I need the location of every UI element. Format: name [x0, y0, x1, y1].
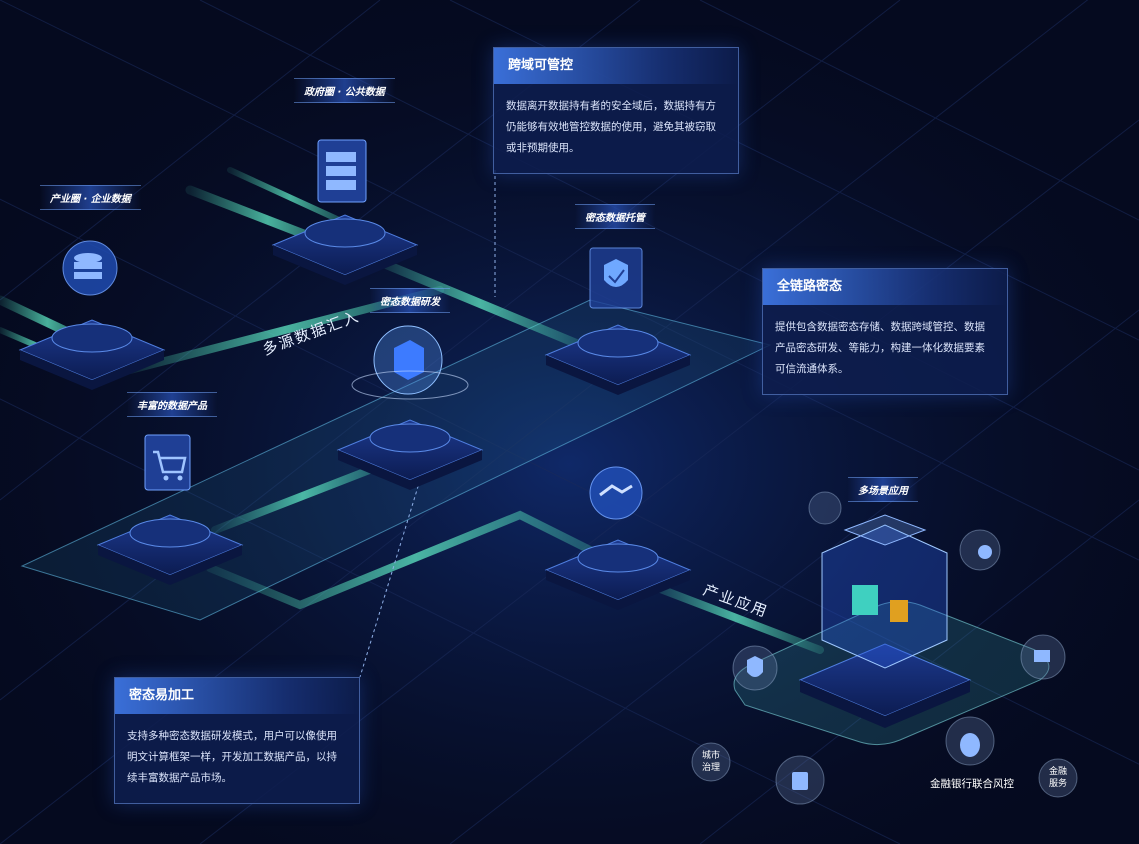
app-cube-icon [821, 514, 948, 669]
node-label-industry-data: 产业圈 · 企业数据 [40, 185, 141, 210]
database-icon [62, 240, 118, 296]
card-cross-domain-control: 跨域可管控 数据离开数据持有者的安全域后，数据持有方仍能够有效地管控数据的使用，… [493, 47, 739, 174]
card-title: 跨域可管控 [494, 48, 738, 84]
handshake-icon [589, 466, 643, 520]
node-label-products: 丰富的数据产品 [127, 392, 217, 417]
scenario-finance: 金融 服务 [1048, 767, 1067, 789]
scenario-city: 城市 治理 [701, 751, 720, 773]
card-full-chain-encrypted: 全链路密态 提供包含数据密态存储、数据跨域管控、数据产品密态研发、等能力，构建一… [762, 268, 1008, 395]
city-bubble [691, 742, 731, 782]
finance-bubble [1038, 758, 1078, 798]
card-title: 密态易加工 [115, 678, 359, 714]
card-body: 提供包含数据密态存储、数据跨域管控、数据产品密态研发、等能力，构建一体化数据要素… [775, 321, 985, 375]
shopping-cart-icon [144, 434, 191, 491]
node-label-hosting: 密态数据托管 [575, 204, 655, 229]
card-body: 数据离开数据持有者的安全域后，数据持有方仍能够有效地管控数据的使用，避免其被窃取… [506, 100, 716, 154]
card-body: 支持多种密态数据研发模式，用户可以像使用明文计算框架一样，开发加工数据产品，以持… [127, 730, 337, 784]
node-label-multi-scene: 多场景应用 [848, 477, 918, 502]
card-title: 全链路密态 [763, 269, 1007, 305]
cube-sphere-icon [351, 325, 469, 400]
card-easy-processing: 密态易加工 支持多种密态数据研发模式，用户可以像使用明文计算框架一样，开发加工数… [114, 677, 360, 804]
more-bubble [808, 491, 842, 525]
node-label-research: 密态数据研发 [370, 288, 450, 313]
scenario-bank-risk: 金融银行联合风控 [930, 778, 1014, 790]
platforms [18, 214, 972, 728]
server-icon [317, 139, 367, 203]
shield-check-icon [589, 247, 643, 309]
node-label-government-data: 政府圈 · 公共数据 [294, 78, 395, 103]
